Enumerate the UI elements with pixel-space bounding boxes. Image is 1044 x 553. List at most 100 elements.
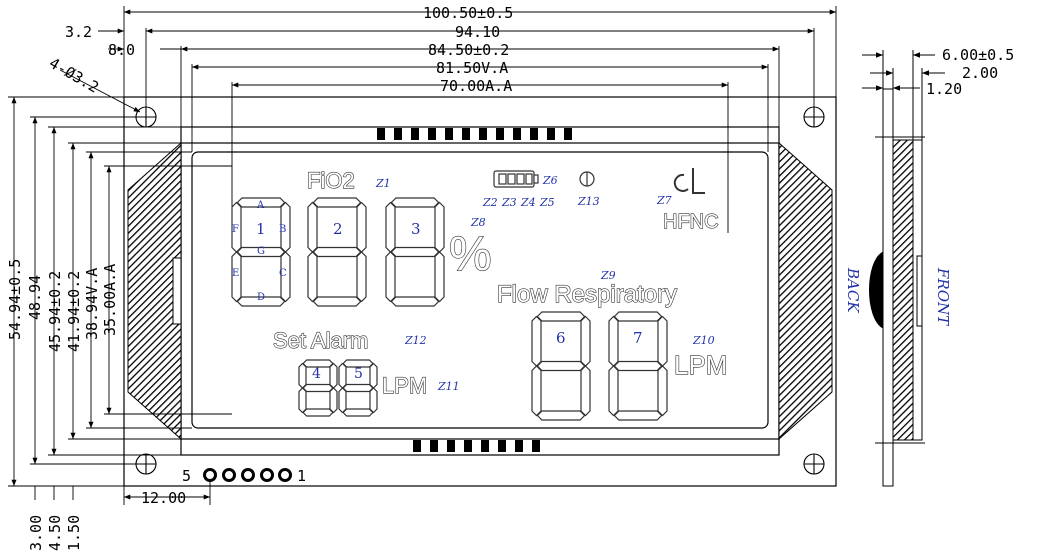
digit-segment: [608, 315, 619, 367]
contact-pad: [515, 440, 523, 452]
digit-segment: [390, 197, 440, 208]
digit-segment: [390, 296, 440, 307]
digit-segment: [236, 296, 286, 307]
contact-pad: [394, 128, 402, 140]
segment-letter-c: C: [279, 268, 287, 279]
zone-label-z10: Z10: [692, 334, 715, 347]
dim-frame-width: 84.50±0.2: [428, 41, 509, 59]
dim-active-area-width: 70.00A.A: [440, 77, 512, 95]
digit-label-2: 2: [333, 220, 343, 238]
sensor-icon: [579, 171, 595, 187]
contact-pad: [530, 128, 538, 140]
digit-segment: [298, 362, 307, 389]
lcd-hfnc-label: HFNC: [663, 211, 719, 233]
digit-segment: [580, 365, 591, 417]
digit-label-1: 1: [256, 220, 266, 238]
segment-letter-g: G: [257, 246, 265, 257]
zone-label-z8: Z8: [470, 216, 486, 229]
zone-label-z2: Z2: [482, 196, 498, 209]
contact-pad: [496, 128, 504, 140]
contact-pad: [377, 128, 385, 140]
segment-letter-e: E: [232, 268, 239, 279]
contact-pad: [532, 440, 540, 452]
zone-label-z3: Z3: [501, 196, 517, 209]
contact-pad: [479, 128, 487, 140]
digit-segment: [536, 311, 586, 322]
contact-pad: [547, 128, 555, 140]
battery-icon: [493, 170, 539, 188]
lcd-percent-sign: %: [449, 228, 492, 281]
seven-segment-digits: [231, 197, 668, 421]
contact-pad: [464, 440, 472, 452]
contact-pad: [411, 128, 419, 140]
contact-pad: [564, 128, 572, 140]
pin-header: [203, 468, 292, 482]
zone-label-z13: Z13: [577, 195, 600, 208]
digit-segment: [307, 201, 318, 253]
lcd-lpm-small: LPM: [382, 373, 427, 398]
digit-label-6: 6: [556, 329, 566, 347]
digit-segment: [329, 362, 338, 389]
dim-hole-callout: 4-Ø3.2: [46, 54, 102, 97]
module-outline: [123, 96, 837, 487]
zone-label-z1: Z1: [375, 177, 391, 190]
pin-label-last: 1: [297, 467, 306, 485]
side-view-front-label: FRONT: [934, 267, 952, 326]
contact-pad: [447, 440, 455, 452]
segment-letter-f: F: [232, 224, 239, 235]
zone-label-z7: Z7: [656, 194, 672, 207]
digit-segment: [657, 365, 668, 417]
digit-segment: [236, 246, 286, 258]
digit-segment: [580, 315, 591, 367]
vertical-dimension-lines: [8, 96, 232, 500]
lcd-flow-respiratory-label: Flow Respiratory: [497, 281, 677, 308]
digit-segment: [369, 387, 378, 414]
digit-segment: [385, 201, 396, 253]
digit-segment: [298, 387, 307, 414]
heater-icon: [673, 168, 705, 194]
lcd-lpm-large: LPM: [674, 350, 727, 380]
dim-frame-height: 45.94±0.2: [46, 271, 64, 352]
dim-viewing-area-height: 38.94V.A: [83, 268, 101, 340]
lcd-set-alarm-label: Set Alarm: [273, 328, 368, 353]
dim-overall-height: 54.94±0.5: [6, 259, 24, 340]
digit-segment: [236, 197, 286, 208]
digit-segment: [312, 296, 362, 307]
contact-pad: [430, 440, 438, 452]
digit-segment: [338, 387, 347, 414]
dim-hole-offset: 3.2: [65, 23, 92, 41]
zebra-connectors: [127, 141, 833, 441]
side-view: [862, 50, 945, 487]
dim-glass-height: 41.94±0.2: [65, 271, 83, 352]
digit-segment: [312, 246, 362, 258]
digit-segment: [356, 251, 367, 303]
digit-segment: [536, 360, 586, 372]
digit-segment: [338, 362, 347, 389]
digit-segment: [231, 251, 242, 303]
zone-label-z12: Z12: [404, 334, 427, 347]
digit-segment: [329, 387, 338, 414]
digit-segment: [434, 251, 445, 303]
dim-side-glass: 2.00: [962, 64, 998, 82]
digit-segment: [434, 201, 445, 253]
dim-bottom-b: 4.50: [46, 515, 64, 551]
dim-hole-pitch-vertical: 48.94: [26, 275, 44, 320]
contact-pad: [413, 440, 421, 452]
digit-segment: [302, 383, 334, 393]
digit-label-5: 5: [354, 366, 363, 382]
zone-label-z9: Z9: [600, 269, 616, 282]
contact-pad: [481, 440, 489, 452]
digit-segment: [531, 365, 542, 417]
digit-segment: [613, 410, 663, 421]
dim-pin-offset: 12.00: [141, 489, 186, 507]
digit-segment: [608, 365, 619, 417]
zone-label-z5: Z5: [539, 196, 555, 209]
digit-segment: [657, 315, 668, 367]
top-contacts: [377, 128, 572, 140]
zone-label-z6: Z6: [542, 174, 558, 187]
digit-segment: [307, 251, 318, 303]
digit-segment: [536, 410, 586, 421]
digit-segment: [302, 408, 334, 417]
digit-segment: [356, 201, 367, 253]
